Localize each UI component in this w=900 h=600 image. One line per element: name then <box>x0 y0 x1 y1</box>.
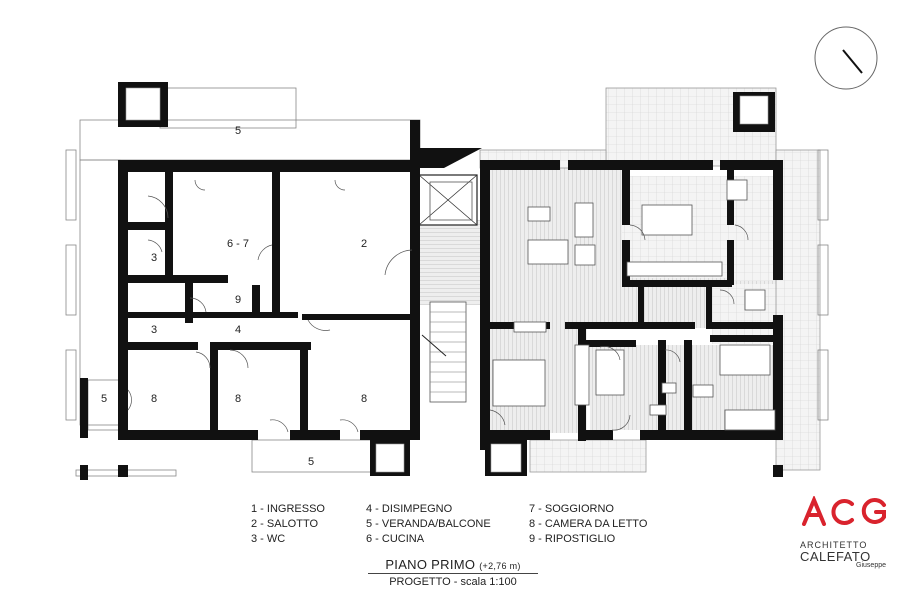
room-label-veranda-bottom: 5 <box>308 456 314 468</box>
logo-line-giuseppe: Giuseppe <box>856 562 886 569</box>
stair-core <box>414 148 482 403</box>
architect-logo: ARCHITETTO CALEFATO Giuseppe <box>800 496 890 569</box>
legend-item: 5 - VERANDA/BALCONE <box>366 518 491 530</box>
title-divider <box>368 573 538 574</box>
legend-item: 7 - SOGGIORNO <box>529 503 614 515</box>
logo-line-architetto: ARCHITETTO <box>800 540 868 550</box>
logo-line-calefato: CALEFATO <box>800 549 871 564</box>
acg-logo-icon <box>802 496 886 526</box>
drawing-title-main: PIANO PRIMO (+2,76 m) <box>368 557 538 572</box>
terrace-right <box>479 87 821 473</box>
legend-item: 2 - SALOTTO <box>251 518 319 530</box>
furniture <box>429 179 776 431</box>
legend-item: 6 - CUCINA <box>366 533 425 545</box>
legend-col-2: 4 - DISIMPEGNO 5 - VERANDA/BALCONE 6 - C… <box>366 502 491 547</box>
north-arrow-icon <box>814 26 878 90</box>
title-elevation: (+2,76 m) <box>479 561 521 571</box>
room-label-4: 4 <box>235 324 241 336</box>
legend-col-1: 1 - INGRESSO 2 - SALOTTO 3 - WC <box>251 502 325 547</box>
legend-item: 1 - INGRESSO <box>251 503 325 515</box>
title-text: PIANO PRIMO <box>385 557 476 572</box>
walls <box>80 82 783 480</box>
door-swings <box>127 179 749 433</box>
legend-item: 8 - CAMERA DA LETTO <box>529 518 648 530</box>
room-label-3b: 3 <box>151 324 157 336</box>
drawing-scale: PROGETTO - scala 1:100 <box>389 576 517 588</box>
room-label-3a: 3 <box>151 252 157 264</box>
room-label-9: 9 <box>235 294 241 306</box>
room-label-veranda-top: 5 <box>235 125 241 137</box>
legend-item: 3 - WC <box>251 533 286 545</box>
room-label-6-7: 6 - 7 <box>227 238 249 250</box>
room-labels: 5 6 - 7 2 3 9 3 4 5 8 8 8 5 <box>101 125 367 468</box>
room-label-2: 2 <box>361 238 367 250</box>
room-label-8a: 8 <box>151 393 157 405</box>
legend-item: 9 - RIPOSTIGLIO <box>529 533 616 545</box>
drawing-title: PIANO PRIMO (+2,76 m) PROGETTO - scala 1… <box>368 557 538 588</box>
room-label-veranda-left: 5 <box>101 393 107 405</box>
legend-col-3: 7 - SOGGIORNO 8 - CAMERA DA LETTO 9 - RI… <box>529 502 647 547</box>
room-label-8b: 8 <box>235 393 241 405</box>
legend-item: 4 - DISIMPEGNO <box>366 503 453 515</box>
room-label-8c: 8 <box>361 393 367 405</box>
